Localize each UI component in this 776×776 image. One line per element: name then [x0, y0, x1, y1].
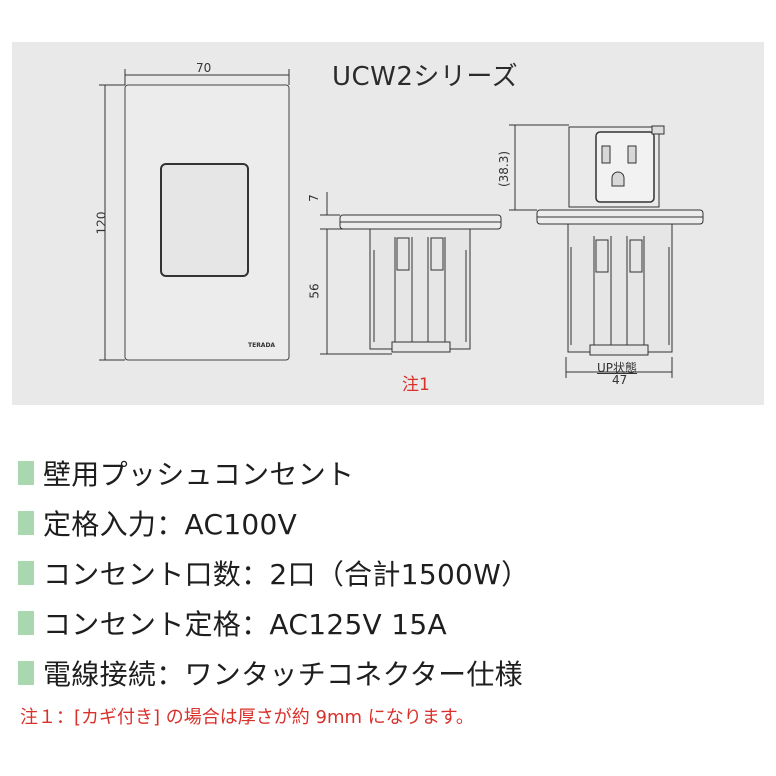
spec-item: 定格入力：AC100V	[18, 498, 529, 548]
dim-up-height: (38.3)	[497, 150, 512, 188]
spec-text: コンセント定格：AC125V 15A	[43, 608, 447, 641]
spec-text: 定格入力：AC100V	[43, 508, 298, 541]
bullet-square-icon	[18, 561, 34, 585]
spec-item: コンセント定格：AC125V 15A	[18, 598, 529, 648]
dim-top-thickness: 7	[306, 194, 321, 202]
spec-item: コンセント口数：2口（合計1500W）	[18, 548, 529, 598]
spec-text: 壁用プッシュコンセント	[43, 458, 355, 491]
up-state-label: UP状態	[597, 361, 638, 375]
note-label: 注1	[402, 375, 430, 395]
bullet-square-icon	[18, 461, 34, 485]
spec-text: 電線接続：ワンタッチコネクター仕様	[43, 658, 523, 691]
spec-list: 壁用プッシュコンセント 定格入力：AC100V コンセント口数：2口（合計150…	[18, 448, 529, 698]
spec-item: 壁用プッシュコンセント	[18, 448, 529, 498]
brand-mark: TERADA	[248, 342, 275, 349]
bullet-square-icon	[18, 511, 34, 535]
footnote: 注１：[カギ付き] の場合は厚さが約 9mm になります。	[20, 707, 474, 728]
dimension-drawing: TERADA	[99, 69, 704, 378]
spec-item: 電線接続：ワンタッチコネクター仕様	[18, 648, 529, 698]
dim-body-depth: 56	[307, 283, 322, 299]
bullet-square-icon	[18, 611, 34, 635]
series-title: UCW2シリーズ	[332, 62, 519, 92]
technical-drawing-panel: TERADA UCW2シリーズ 70 120 7 56 (38.3) UP状態 …	[12, 42, 764, 405]
dim-plate-width: 70	[196, 61, 212, 75]
switch-window	[160, 163, 249, 277]
bullet-square-icon	[18, 661, 34, 685]
dim-plate-height: 120	[94, 211, 109, 235]
spec-text: コンセント口数：2口（合計1500W）	[43, 558, 530, 591]
dim-side-width: 47	[612, 373, 628, 387]
